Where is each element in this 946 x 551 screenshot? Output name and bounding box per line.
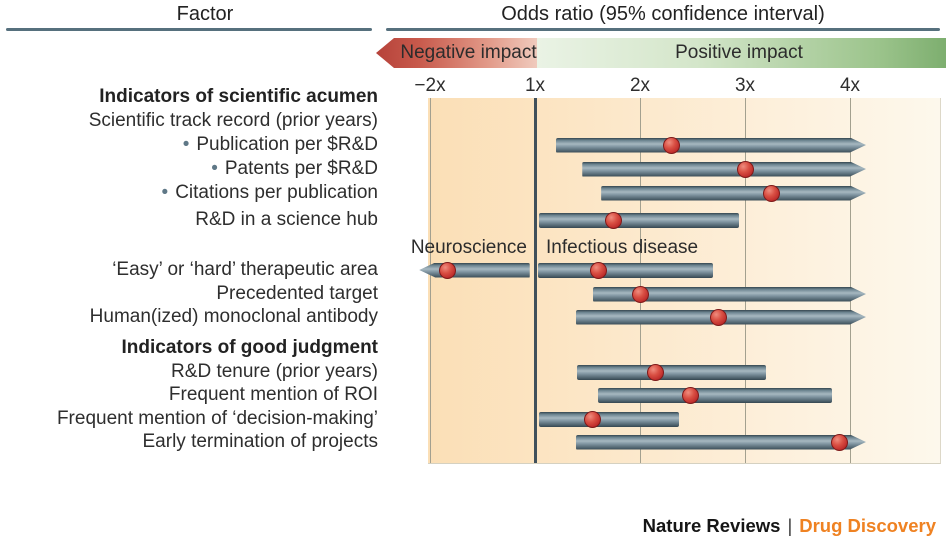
confidence-interval-bar — [556, 138, 866, 153]
negative-impact-banner: Negative impact — [376, 38, 549, 68]
bullet-icon: • — [182, 134, 190, 155]
nature-reviews-wordmark: Nature Reviews — [642, 515, 781, 536]
odds-ratio-point — [736, 160, 754, 178]
gridline-4x — [850, 98, 851, 463]
axis-tick-label: 2x — [629, 75, 651, 96]
confidence-interval-bar — [539, 411, 679, 427]
factor-label: Indicators of good judgment — [121, 337, 378, 358]
factor-label: R&D in a science hub — [195, 209, 378, 230]
factor-label: Human(ized) monoclonal antibody — [89, 306, 378, 327]
plot-area: Neuroscience Infectious disease — [411, 98, 941, 464]
factor-label: R&D tenure (prior years) — [171, 361, 378, 382]
confidence-interval-bar — [539, 212, 739, 228]
confidence-interval-bar — [601, 186, 866, 201]
odds-ratio-point — [647, 363, 665, 381]
drug-discovery-wordmark: Drug Discovery — [799, 515, 936, 536]
factor-label: •Citations per publication — [161, 182, 378, 203]
factor-header-rule — [6, 28, 372, 31]
negative-impact-label: Negative impact — [400, 42, 537, 63]
odds-ratio-column-title: Odds ratio (95% confidence interval) — [501, 3, 825, 25]
factor-label: Frequent mention of ‘decision-making’ — [56, 408, 378, 429]
gridline-3x — [745, 98, 746, 463]
odds-ratio-point — [605, 211, 623, 229]
odds-header-rule — [386, 28, 940, 31]
odds-ratio-point — [831, 433, 848, 451]
bullet-icon: • — [211, 158, 218, 179]
factor-label: •Patents per $R&D — [211, 158, 378, 179]
axis-tick-label: 1x — [524, 75, 546, 96]
factor-label: Indicators of scientific acumen — [99, 86, 378, 107]
footer-separator: | — [787, 515, 793, 536]
odds-ratio-point — [631, 285, 649, 303]
gridline-−2x — [430, 98, 431, 463]
bullet-icon: • — [161, 182, 169, 203]
confidence-interval-bar — [577, 364, 766, 380]
confidence-interval-bar — [419, 262, 530, 278]
axis-tick-label: −2x — [414, 75, 446, 96]
odds-ratio-point — [762, 184, 780, 202]
confidence-interval-bar — [538, 262, 714, 278]
positive-impact-label: Positive impact — [675, 42, 803, 63]
factor-column-title: Factor — [176, 3, 234, 25]
axis-tick-label: 3x — [734, 75, 756, 96]
confidence-interval-bar — [576, 435, 866, 450]
chart-annotation: Infectious disease — [546, 237, 699, 258]
odds-ratio-point — [710, 308, 728, 326]
factor-label: Frequent mention of ROI — [168, 384, 378, 405]
factor-label: Early termination of projects — [142, 431, 379, 452]
gridline-2x — [640, 98, 641, 463]
odds-ratio-point — [663, 136, 680, 154]
factor-label: ‘Easy’ or ‘hard’ therapeutic area — [112, 259, 378, 280]
confidence-interval-bar — [593, 287, 866, 302]
confidence-interval-bar — [582, 162, 866, 177]
axis-tick-label: 4x — [839, 75, 861, 96]
factor-label: Scientific track record (prior years) — [88, 110, 378, 131]
gridline-1x — [534, 98, 537, 463]
odds-ratio-point — [584, 410, 602, 428]
positive-impact-banner: Positive impact — [537, 38, 946, 68]
factor-label: •Publication per $R&D — [182, 134, 378, 155]
odds-ratio-point — [589, 261, 607, 279]
journal-footer: Nature Reviews | Drug Discovery — [643, 515, 936, 537]
odds-ratio-point — [681, 386, 699, 404]
odds-ratio-point — [439, 261, 457, 279]
chart-annotation: Neuroscience — [410, 237, 527, 258]
confidence-interval-bar — [598, 387, 833, 403]
factor-label: Precedented target — [216, 283, 378, 304]
